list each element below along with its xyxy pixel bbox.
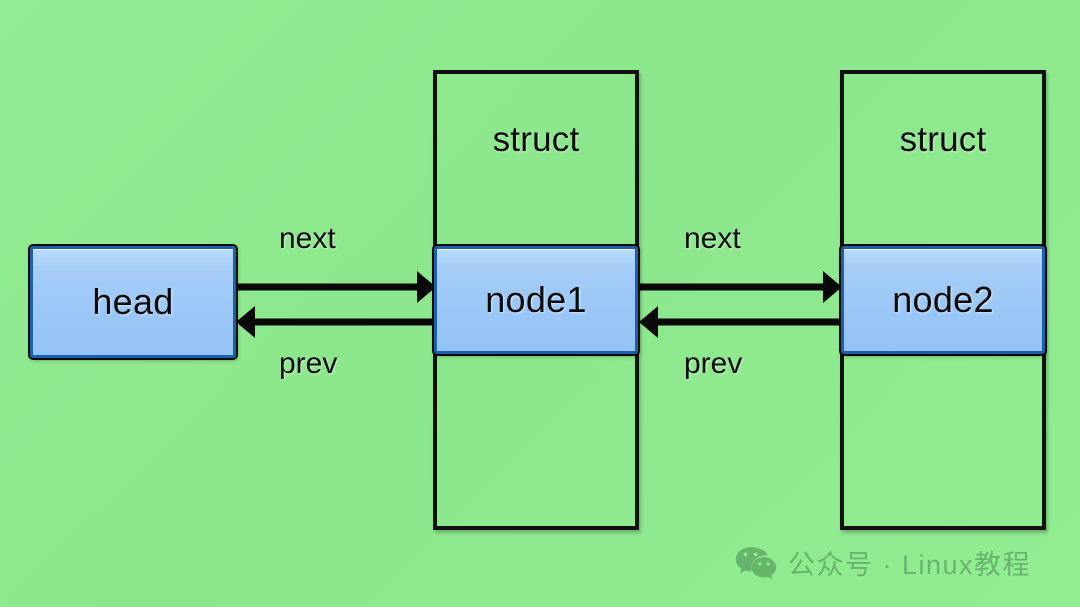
watermark-text: 公众号 · Linux教程 (788, 550, 1032, 580)
node-label-head: head (92, 281, 174, 322)
node-box-node1: node1 (432, 244, 640, 356)
node-box-node2: node2 (839, 244, 1047, 356)
edge-node1-next-node2 (639, 271, 842, 303)
edge-head-next-node1 (236, 271, 436, 303)
node-label-node1: node1 (485, 279, 587, 320)
edge-label-prev-1: prev (279, 347, 338, 380)
node-label-node2: node2 (892, 279, 994, 320)
edge-node2-prev-node1 (639, 306, 842, 338)
node-box-head: head (28, 244, 238, 360)
watermark: 公众号 · Linux教程 (735, 543, 1031, 582)
edge-label-next-2: next (684, 222, 741, 255)
struct-label-2: struct (899, 120, 987, 159)
edge-label-prev-2: prev (684, 347, 743, 380)
edge-label-next-1: next (279, 222, 336, 255)
edge-node1-prev-head (236, 306, 436, 338)
wechat-icon (735, 546, 777, 579)
struct-label-1: struct (492, 120, 580, 159)
